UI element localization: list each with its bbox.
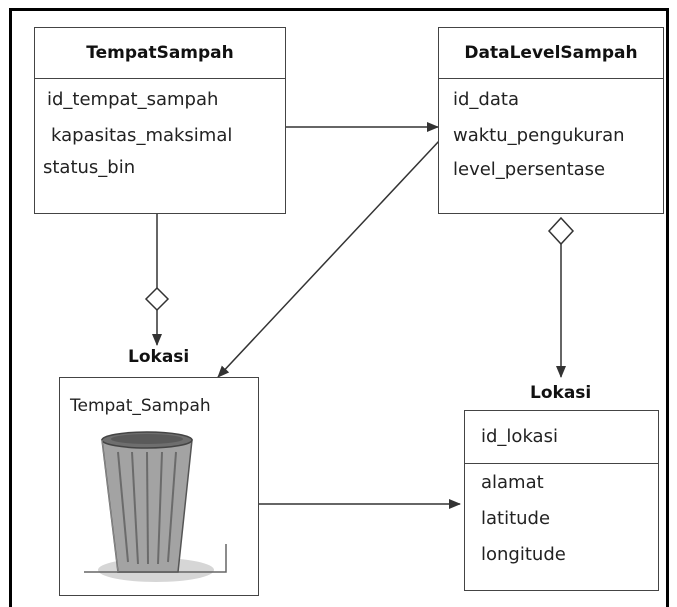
lokasi-right-title: Lokasi xyxy=(530,383,592,403)
lokasi-left-title: Lokasi xyxy=(128,347,190,367)
association-datalevel-to-lokasi-left xyxy=(217,139,441,378)
attribute: kapasitas_maksimal xyxy=(51,125,233,146)
attribute: longitude xyxy=(481,544,566,565)
aggregation-diamond-left xyxy=(144,286,170,312)
class-data-level-sampah[interactable]: DataLevelSampah id_data waktu_pengukuran… xyxy=(438,27,664,214)
diagram-frame xyxy=(9,8,669,607)
attribute: status_bin xyxy=(43,157,136,178)
object-name: Tempat_Sampah xyxy=(70,396,211,416)
class-tempat-sampah[interactable]: TempatSampah id_tempat_sampah kapasitas_… xyxy=(34,27,286,214)
attribute: level_persentase xyxy=(453,159,606,180)
attribute: alamat xyxy=(481,472,544,493)
class-title: TempatSampah xyxy=(35,28,285,79)
object-lokasi-tempat-sampah[interactable]: Tempat_Sampah xyxy=(59,377,259,596)
class-key-attribute: id_lokasi xyxy=(465,411,658,464)
attribute: id_tempat_sampah xyxy=(47,89,219,110)
attribute: waktu_pengukuran xyxy=(453,125,625,146)
trash-bin-icon xyxy=(84,431,227,582)
class-lokasi[interactable]: id_lokasi alamat latitude longitude xyxy=(464,410,659,591)
attribute: id_data xyxy=(453,89,519,110)
class-title: DataLevelSampah xyxy=(439,28,663,79)
attribute: latitude xyxy=(481,508,551,529)
aggregation-diamond-right xyxy=(547,216,575,246)
